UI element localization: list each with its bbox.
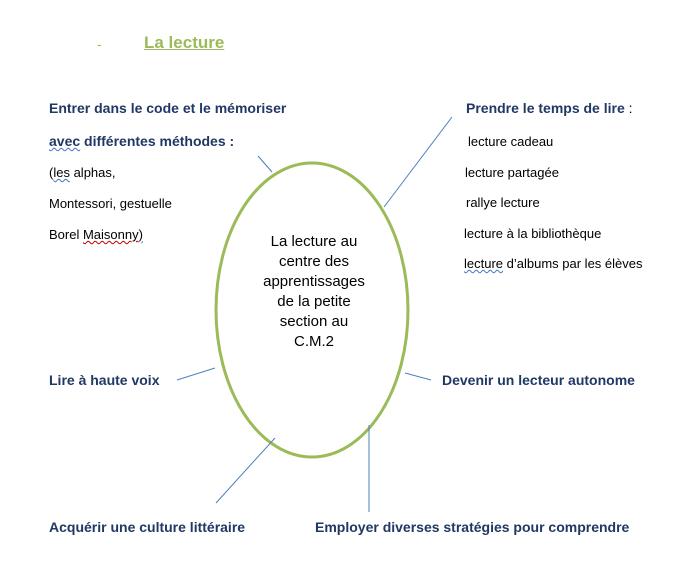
connector-bottom-left — [215, 437, 276, 504]
title-dash: - — [97, 36, 102, 52]
branch-code-methods: avec différentes méthodes : — [49, 133, 234, 149]
connector-mid-right — [404, 372, 432, 381]
methods-word: avec — [49, 133, 81, 149]
branch-time-heading: Prendre le temps de lire : — [466, 100, 633, 116]
maisonny-word: Maisonny — [82, 227, 139, 242]
reading-item: lecture d’albums par les élèves — [464, 256, 643, 271]
les-word: les — [53, 165, 70, 180]
center-line: apprentissages — [263, 273, 365, 290]
center-line: C.M.2 — [293, 333, 334, 350]
center-line: centre des — [278, 253, 350, 270]
lecture-word: lecture — [464, 256, 504, 271]
branch-code-heading: Entrer dans le code et le mémoriser — [49, 100, 287, 116]
connector-mid-left — [176, 367, 216, 381]
center-label: La lecture au centre des apprentissages … — [248, 232, 380, 352]
reading-item: lecture à la bibliothèque — [464, 226, 602, 241]
time-heading-text: Prendre le temps de lire — [466, 100, 625, 116]
center-ellipse — [214, 161, 410, 459]
alphas-word: alphas, — [69, 165, 116, 180]
branch-read-aloud: Lire à haute voix — [49, 372, 160, 388]
method-borel: Borel Maisonny) — [49, 227, 143, 242]
time-heading-colon: : — [624, 100, 633, 116]
reading-item: rallye lecture — [466, 195, 540, 210]
branch-literary-culture: Acquérir une culture littéraire — [49, 519, 246, 535]
method-alphas: (les alphas, — [49, 165, 116, 180]
center-line: La lecture au — [270, 233, 358, 250]
center-line: de la petite — [277, 293, 351, 310]
paren-close: ) — [138, 227, 143, 242]
page-title: La lecture — [144, 33, 225, 52]
paren-open: ( — [49, 165, 54, 180]
center-line: section au — [279, 313, 349, 330]
connector-top-left — [257, 155, 273, 173]
branch-strategies: Employer diverses stratégies pour compre… — [315, 519, 630, 535]
reading-item: lecture partagée — [465, 165, 559, 180]
albums-text: d’albums par les élèves — [503, 256, 643, 271]
methods-rest: différentes méthodes : — [80, 133, 235, 149]
borel-word: Borel — [49, 227, 83, 242]
reading-item: lecture cadeau — [468, 134, 554, 149]
method-montessori: Montessori, gestuelle — [49, 196, 172, 211]
branch-autonomous-reader: Devenir un lecteur autonome — [442, 372, 635, 388]
connector-top-right — [383, 116, 453, 208]
